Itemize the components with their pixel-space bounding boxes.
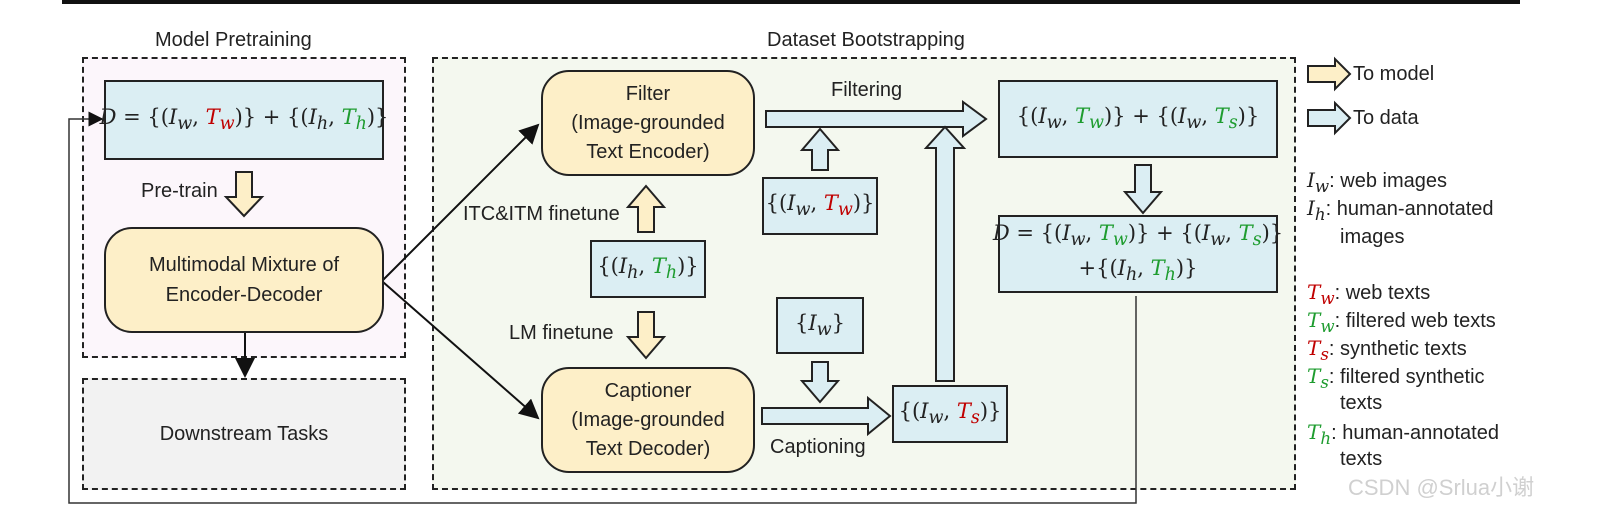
to-final-block-arrow xyxy=(1122,164,1164,215)
legend-to-model: To model xyxy=(1353,63,1435,85)
synthetic-data-formula: {(Iw, Ts)} xyxy=(898,399,1002,429)
captioner-line-2: (Image-grounded xyxy=(571,408,725,431)
filter-line-2: (Image-grounded xyxy=(571,111,725,134)
watermark: CSDN @Srlua小谢 xyxy=(1348,475,1535,500)
legend-ts-red: Ts: synthetic texts xyxy=(1307,336,1467,364)
iw-down-block-arrow xyxy=(799,361,841,404)
filter-model-box: Filter (Image-grounded Text Encoder) xyxy=(541,70,755,176)
web-images-formula: {Iw} xyxy=(794,310,846,341)
legend-ts-green: Ts: filtered synthetic xyxy=(1307,364,1485,392)
web-data-box: {(Iw, Tw)} xyxy=(762,177,878,235)
lm-block-arrow xyxy=(625,311,667,360)
legend-iw: Iw: web images xyxy=(1307,168,1448,196)
filtering-label: Filtering xyxy=(831,79,903,101)
filtered-dataset-box: {(Iw, Tw)} + {(Iw, Ts)} xyxy=(998,80,1278,158)
pretrain-block-arrow xyxy=(223,171,265,218)
human-annotated-formula: {(Ih, Th)} xyxy=(597,254,699,284)
captioner-line-1: Captioner xyxy=(604,379,692,402)
captioner-model-box: Captioner (Image-grounded Text Decoder) xyxy=(541,367,755,473)
med-line-1: Multimodal Mixture of xyxy=(148,254,340,276)
med-to-captioner-arrow xyxy=(382,281,540,420)
iwtw-up-block-arrow xyxy=(799,127,841,171)
bootstrapping-title: Dataset Bootstrapping xyxy=(767,29,965,51)
legend-tw-green: Tw: filtered web texts xyxy=(1307,308,1496,336)
legend-model-arrow xyxy=(1307,56,1352,92)
feedback-line xyxy=(68,111,1137,504)
pretrain-label: Pre-train xyxy=(141,180,218,202)
filtering-block-arrow xyxy=(765,100,988,138)
bootstrapped-dataset-box: D = {(Iw, Tw)} + {(Iw, Ts)} +{(Ih, Th)} xyxy=(993,215,1283,293)
captioner-line-3: Text Decoder) xyxy=(585,437,711,460)
filter-line-3: Text Encoder) xyxy=(586,140,710,163)
itc-itm-label: ITC&ITM finetune xyxy=(463,203,620,225)
filtered-dataset-formula: {(Iw, Tw)} + {(Iw, Ts)} xyxy=(1016,104,1260,134)
web-images-box: {Iw} xyxy=(776,297,864,354)
legend-to-data: To data xyxy=(1353,107,1419,129)
legend-ih: Ih: human-annotated xyxy=(1307,196,1494,224)
synthetic-up-block-arrow xyxy=(923,125,967,382)
med-line-2: Encoder-Decoder xyxy=(165,284,323,306)
human-annotated-data-box: {(Ih, Th)} xyxy=(590,240,706,298)
lm-finetune-label: LM finetune xyxy=(509,322,614,344)
captioning-label: Captioning xyxy=(770,436,866,458)
pretraining-title: Model Pretraining xyxy=(155,29,312,51)
legend-tw-red: Tw: web texts xyxy=(1307,280,1431,308)
captioning-block-arrow xyxy=(761,395,892,437)
legend-ih-cont: images xyxy=(1340,226,1405,248)
pretraining-dataset-formula: D = {(Iw, Tw)} + {(Ih, Th)} xyxy=(99,105,389,135)
top-rule xyxy=(62,0,1520,4)
web-data-formula: {(Iw, Tw)} xyxy=(765,191,875,221)
pretraining-dataset-box: D = {(Iw, Tw)} + {(Ih, Th)} xyxy=(100,80,388,160)
bootstrapped-dataset-line-1: D = {(Iw, Tw)} + {(Iw, Ts)} xyxy=(992,220,1284,250)
legend-data-arrow xyxy=(1307,100,1352,136)
itc-block-arrow xyxy=(625,184,667,233)
legend-th-cont: texts xyxy=(1340,448,1383,470)
filter-line-1: Filter xyxy=(625,82,671,105)
legend-ts-green-cont: texts xyxy=(1340,392,1383,414)
med-model-box: Multimodal Mixture of Encoder-Decoder xyxy=(104,227,384,333)
med-to-filter-arrow xyxy=(382,123,540,281)
legend-th: Th: human-annotated xyxy=(1307,420,1499,448)
bootstrapped-dataset-line-2: +{(Ih, Th)} xyxy=(1078,256,1198,286)
downstream-tasks-box: Downstream Tasks xyxy=(82,378,406,490)
downstream-tasks-label: Downstream Tasks xyxy=(159,422,329,445)
synthetic-data-box: {(Iw, Ts)} xyxy=(892,385,1008,443)
